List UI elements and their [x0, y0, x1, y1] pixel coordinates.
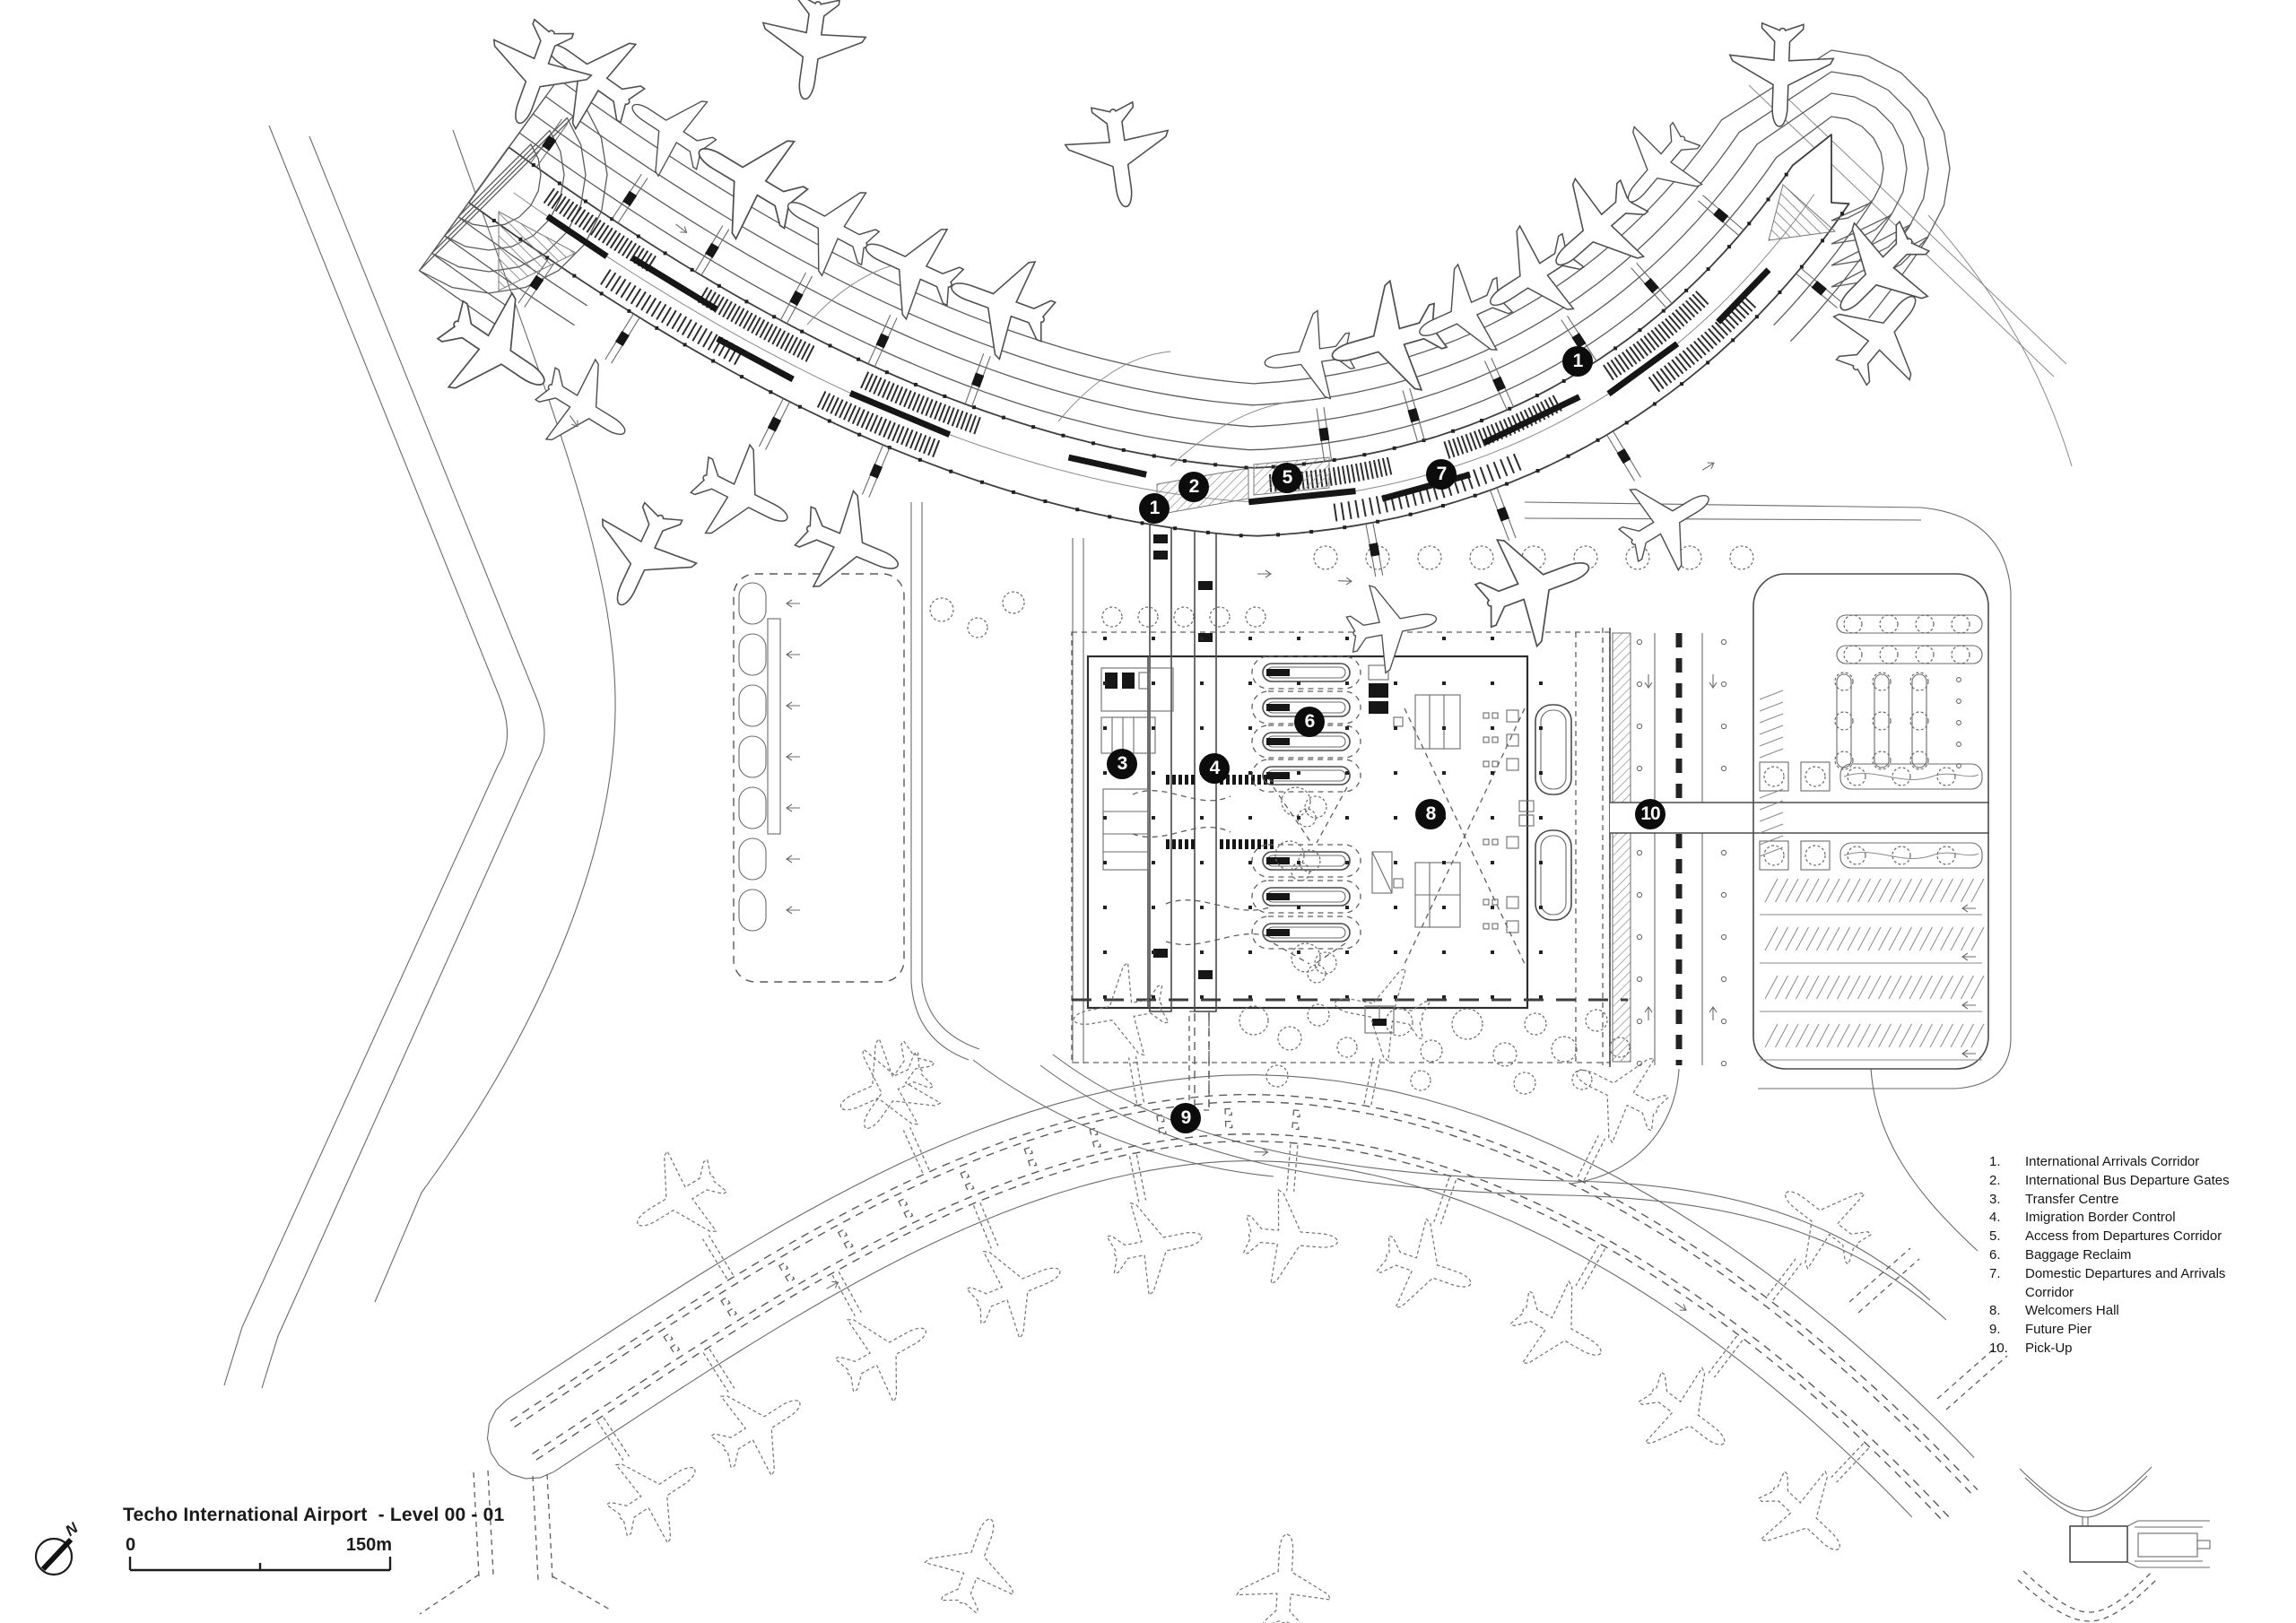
legend-item: 2. International Bus Departure Gates: [1989, 1172, 2258, 1191]
legend-item-label: Imigration Border Control: [2025, 1210, 2176, 1226]
legend-item-number: 10.: [1989, 1340, 2008, 1356]
scale-bar: [128, 1557, 392, 1572]
legend-item-label: Access from Departures Corridor: [2025, 1228, 2222, 1245]
drawing-title: Techo International Airport - Level 00 -…: [123, 1505, 505, 1525]
legend-item-number: 4.: [1989, 1210, 2001, 1226]
legend-item-label: International Bus Departure Gates: [2025, 1172, 2230, 1188]
plan-marker-3: 3: [1107, 749, 1137, 779]
legend-item-number: 6.: [1989, 1246, 2001, 1263]
plan-marker-7: 7: [1426, 459, 1457, 490]
car-park: [1752, 573, 1989, 1070]
northeast-roads: [1524, 73, 2073, 1089]
scale-end-label: 150m: [345, 1535, 392, 1555]
legend-item: 8. Welcomers Hall: [1989, 1302, 2258, 1321]
future-pier: [419, 956, 2008, 1623]
bus-forecourt: [733, 502, 1084, 1063]
legend-item-number: 7.: [1989, 1265, 2001, 1281]
legend-item: 7. Domestic Departures and Arrivals Corri…: [1989, 1265, 2258, 1303]
legend-item-number: 2.: [1989, 1172, 2001, 1188]
plan-marker-6: 6: [1294, 707, 1325, 737]
legend-item-number: 9.: [1989, 1322, 2001, 1338]
pickup-road: [1609, 628, 1989, 1067]
legend-item-label: International Arrivals Corridor: [2025, 1154, 2200, 1169]
legend-item-number: 3.: [1989, 1191, 2001, 1207]
legend-item-number: 8.: [1989, 1303, 2001, 1319]
legend-item-number: 5.: [1989, 1228, 2001, 1245]
plan-marker-4: 4: [1199, 753, 1230, 784]
plan-marker-10: 10: [1635, 799, 1665, 829]
legend: 1. International Arrivals Corridor 2. Inter…: [1989, 1153, 2258, 1358]
legend-item-label: Welcomers Hall: [2025, 1303, 2119, 1319]
legend-item: 5. Access from Departures Corridor: [1989, 1228, 2258, 1246]
plan-marker-1: 1: [1562, 346, 1593, 377]
west-taxiway-roads: [223, 125, 616, 1389]
plan-marker-5: 5: [1272, 463, 1302, 493]
landscape-trees: [929, 545, 1754, 1095]
north-arrow-icon: [34, 1537, 74, 1576]
legend-item-label: Pick-Up: [2025, 1340, 2073, 1356]
legend-item: 6. Baggage Reclaim: [1989, 1246, 2258, 1265]
legend-item: 3. Transfer Centre: [1989, 1191, 2258, 1210]
plan-marker-8: 8: [1415, 799, 1446, 829]
legend-item: 10. Pick-Up: [1989, 1340, 2258, 1358]
legend-item-label: Future Pier: [2025, 1322, 2092, 1338]
key-plan: [2017, 1466, 2211, 1622]
legend-item: 1. International Arrivals Corridor: [1989, 1153, 2258, 1172]
legend-item-label: Transfer Centre: [2025, 1191, 2119, 1207]
scale-start-label: 0: [126, 1535, 136, 1555]
legend-item-label: Domestic Departures and Arrivals Corrido…: [2025, 1265, 2226, 1300]
south-access-roads: [972, 1054, 1979, 1321]
legend-item: 4. Imigration Border Control: [1989, 1209, 2258, 1228]
legend-item: 9. Future Pier: [1989, 1321, 2258, 1340]
plan-marker-2: 2: [1178, 472, 1209, 502]
international-pier: [417, 0, 1953, 679]
plan-marker-9: 9: [1170, 1103, 1201, 1133]
legend-item-number: 1.: [1989, 1154, 2001, 1169]
plan-marker-1: 1: [1139, 493, 1170, 524]
legend-item-label: Baggage Reclaim: [2025, 1246, 2132, 1263]
